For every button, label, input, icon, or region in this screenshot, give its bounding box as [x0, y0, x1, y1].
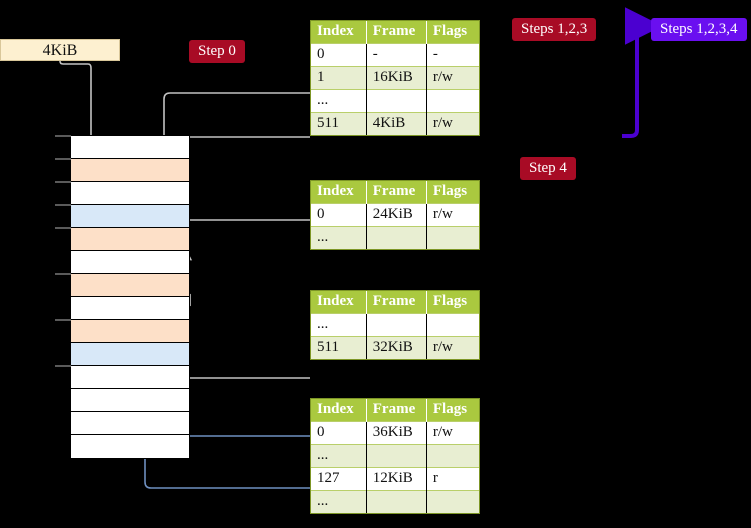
table-cell: ... — [311, 444, 367, 468]
wire-l1-to-frame — [176, 219, 310, 261]
table-cell — [366, 226, 427, 249]
memory-tick — [55, 181, 71, 183]
table-cell: 0 — [311, 43, 367, 67]
table-cell: ... — [311, 313, 367, 337]
table-cell: r/w — [426, 421, 479, 445]
table-cell: 511 — [311, 112, 367, 135]
table-row: ... — [311, 313, 479, 337]
table-cell: ... — [311, 490, 367, 513]
memory-tick — [55, 227, 71, 229]
column-header: Frame — [366, 181, 427, 204]
memory-frame-row — [71, 320, 189, 343]
table-cell: 0 — [311, 421, 367, 445]
memory-tick — [55, 273, 71, 275]
table-cell: - — [426, 43, 479, 67]
memory-frame-row — [71, 274, 189, 297]
wire-l2-out — [178, 320, 310, 379]
table-cell — [366, 444, 427, 468]
table-cell: 24KiB — [366, 203, 427, 227]
table-cell: r/w — [426, 66, 479, 90]
memory-frame-row — [71, 159, 189, 182]
kib-label-box: 4KiB — [0, 39, 120, 61]
table-cell: - — [366, 43, 427, 67]
table-cell — [366, 313, 427, 337]
memory-frame-row — [71, 366, 189, 389]
table-cell: 4KiB — [366, 112, 427, 135]
table-cell: ... — [311, 226, 367, 249]
memory-frame-row — [71, 205, 189, 228]
table-cell — [426, 490, 479, 513]
memory-frame-row — [71, 182, 189, 205]
violet-bracket — [622, 7, 663, 138]
table-cell: 36KiB — [366, 421, 427, 445]
table-cell: 0 — [311, 203, 367, 227]
column-header: Index — [311, 181, 367, 204]
badge-steps-1-2-3-4: Steps 1,2,3,4 — [651, 18, 747, 41]
table-cell: ... — [311, 89, 367, 113]
table-cell: r — [426, 467, 479, 491]
memory-tick — [55, 365, 71, 367]
column-header: Flags — [426, 291, 479, 314]
table-cell — [366, 89, 427, 113]
table-row: ... — [311, 444, 479, 468]
table-cell: 12KiB — [366, 467, 427, 491]
table-cell: 511 — [311, 336, 367, 359]
memory-frame-row — [71, 297, 189, 320]
table-row: 0-- — [311, 43, 479, 67]
column-header: Frame — [366, 21, 427, 44]
memory-tick — [55, 319, 71, 321]
physical-memory-column — [70, 135, 190, 459]
memory-frame-row — [71, 251, 189, 274]
table-cell: 127 — [311, 467, 367, 491]
memory-frame-row — [71, 412, 189, 435]
column-header: Flags — [426, 21, 479, 44]
table-cell: r/w — [426, 336, 479, 359]
table-cell — [426, 226, 479, 249]
column-header: Index — [311, 291, 367, 314]
table-row: ... — [311, 226, 479, 249]
table-cell: r/w — [426, 203, 479, 227]
table-cell — [426, 313, 479, 337]
column-header: Frame — [366, 399, 427, 422]
table-row: ... — [311, 490, 479, 513]
memory-frame-row — [71, 435, 189, 458]
badge-step-0: Step 0 — [189, 40, 245, 63]
memory-frame-row — [71, 389, 189, 412]
memory-tick — [55, 204, 71, 206]
table-row: ... — [311, 89, 479, 113]
table-cell — [426, 89, 479, 113]
table-cell: 1 — [311, 66, 367, 90]
table-cell: 32KiB — [366, 336, 427, 359]
table-cell: r/w — [426, 112, 479, 135]
table-cell: 16KiB — [366, 66, 427, 90]
badge-steps-1-2-3: Steps 1,2,3 — [512, 18, 597, 41]
column-header: Index — [311, 21, 367, 44]
table-cell — [366, 490, 427, 513]
column-header: Index — [311, 399, 367, 422]
memory-tick — [55, 158, 71, 160]
column-header: Frame — [366, 291, 427, 314]
memory-frame-row — [71, 136, 189, 159]
memory-tick — [55, 135, 71, 137]
table-cell — [426, 444, 479, 468]
column-header: Flags — [426, 181, 479, 204]
memory-frame-row — [71, 228, 189, 251]
badge-step-4: Step 4 — [520, 157, 576, 180]
column-header: Flags — [426, 399, 479, 422]
memory-frame-row — [71, 343, 189, 366]
